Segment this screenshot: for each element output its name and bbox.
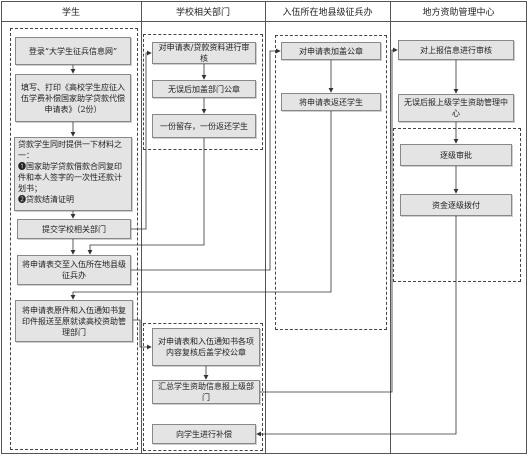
step-submit-to-aid-dept: 将申请表原件和入伍通知书复印件报送至原就读高校资助管理部门: [15, 300, 133, 342]
school-compensate: 向学生进行补偿: [152, 424, 256, 444]
center-review: 对上报信息进行审核: [398, 40, 514, 60]
school-return-copy: 一份留存，一份返还学生: [152, 114, 256, 138]
school-review-text: 对申请表/贷款资料进行审核: [158, 43, 250, 63]
step-send-text: 将申请表交至入伍所在地县级征兵办: [22, 260, 126, 280]
step-submit-school: 提交学校相关部门: [17, 219, 131, 239]
center-approve: 逐级审批: [400, 144, 512, 166]
lane-divider: [390, 1, 391, 454]
recruit-return-text: 将申请表返还学生: [299, 97, 363, 107]
recruit-return: 将申请表返还学生: [281, 93, 381, 111]
school-return-copy-text: 一份留存，一份返还学生: [160, 121, 248, 131]
center-report-up: 无误后报上级学生资助管理中心: [398, 94, 514, 122]
lane-header-student: 学生: [1, 1, 141, 22]
recruit-stamp: 对申请表加盖公章: [281, 42, 381, 60]
step-submit-school-text: 提交学校相关部门: [42, 224, 106, 234]
step-fill-form-text: 填写、打印《高校学生应征入伍学费补偿国家助学贷款代偿申请表》（2份）: [21, 82, 125, 114]
school-stamp-text: 无误后加盖部门公章: [168, 84, 240, 94]
lane-header-aid-center: 地方资助管理中心: [390, 1, 527, 22]
center-fund-transfer-text: 资金逐级拨付: [432, 200, 480, 210]
step-login-text: 登录“大学生征兵信息网”: [28, 46, 118, 56]
lane-divider: [141, 1, 142, 454]
center-approve-text: 逐级审批: [440, 150, 472, 160]
school-stamp: 无误后加盖部门公章: [152, 80, 256, 98]
step-fill-form: 填写、打印《高校学生应征入伍学费补偿国家助学贷款代偿申请表》（2份）: [15, 74, 131, 122]
step-submit-aid-text: 将申请表原件和入伍通知书复印件报送至原就读高校资助管理部门: [22, 305, 126, 337]
materials-item: ❷贷款结清证明: [18, 195, 74, 204]
center-fund-transfer: 资金逐级拨付: [400, 194, 512, 216]
center-report-up-text: 无误后报上级学生资助管理中心: [404, 98, 508, 118]
school-recheck-text: 对申请表和入伍通知书各项内容复核后盖学校公章: [158, 337, 254, 357]
step-login: 登录“大学生征兵信息网”: [15, 37, 131, 65]
recruit-dashed-group: [275, 35, 387, 330]
school-report-text: 汇总学生资助信息报上级部门: [158, 382, 254, 402]
school-compensate-text: 向学生进行补偿: [176, 429, 232, 439]
recruit-stamp-text: 对申请表加盖公章: [299, 46, 363, 56]
school-report: 汇总学生资助信息报上级部门: [152, 380, 260, 404]
step-send-to-recruit-office: 将申请表交至入伍所在地县级征兵办: [17, 255, 131, 285]
school-review: 对申请表/贷款资料进行审核: [152, 42, 256, 64]
center-review-text: 对上报信息进行审核: [420, 45, 492, 55]
lane-header-recruitment-office: 入伍所在地县级征兵办: [265, 1, 390, 22]
step-loan-materials: 贷款学生同时提供一下材料之一： ❶国家助学贷款借款合同复印件和本人签字的一次性还…: [14, 137, 132, 211]
materials-list: 贷款学生同时提供一下材料之一： ❶国家助学贷款借款合同复印件和本人签字的一次性还…: [18, 139, 128, 205]
lane-header-school: 学校相关部门: [141, 1, 265, 22]
materials-item: ❶国家助学贷款借款合同复印件和本人签字的一次性还款计划书；: [18, 162, 122, 193]
lane-divider: [265, 1, 266, 454]
school-recheck: 对申请表和入伍通知书各项内容复核后盖学校公章: [152, 328, 260, 366]
materials-heading: 贷款学生同时提供一下材料之一：: [18, 140, 122, 160]
